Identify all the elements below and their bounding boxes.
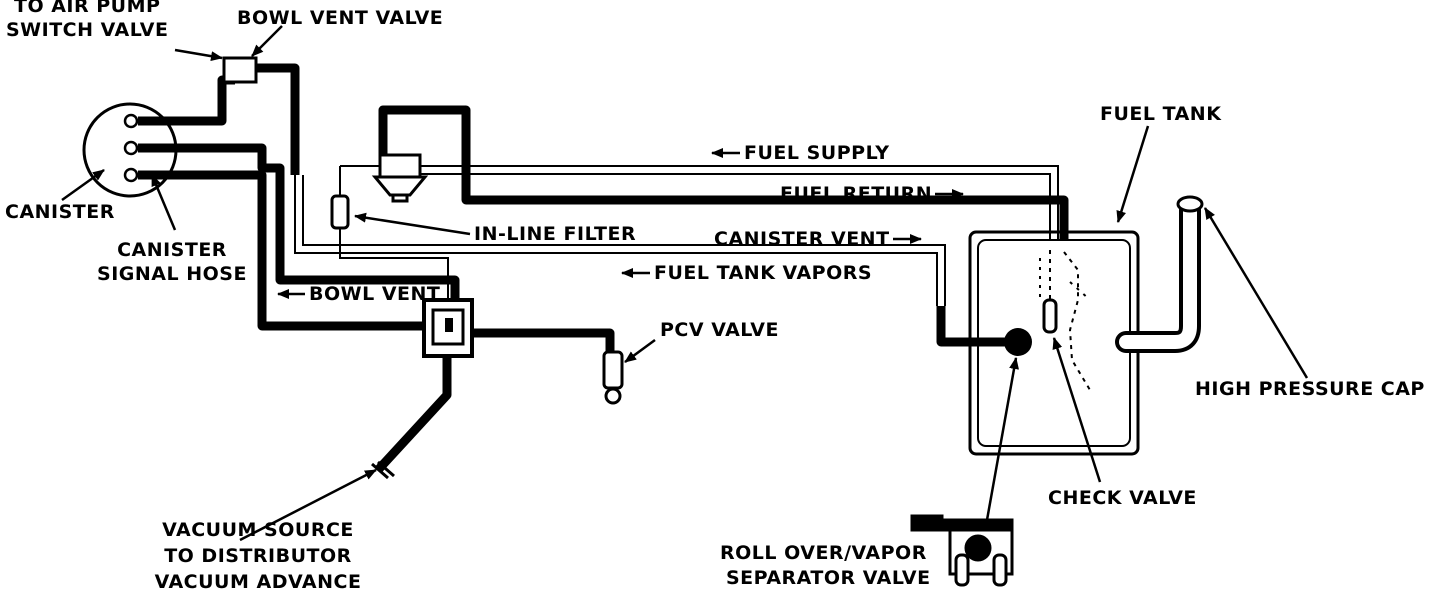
label-rollover-line1: ROLL OVER/VAPOR [720, 542, 927, 564]
vacuum-check-marker [371, 460, 395, 480]
label-fuel-return: FUEL RETURN [780, 183, 933, 205]
label-vacuum-source-line1: VACUUM SOURCE [162, 519, 354, 541]
fuel-pump [371, 153, 429, 203]
filler-neck [1115, 195, 1204, 353]
tank-internals [1004, 250, 1091, 391]
label-fuel-tank: FUEL TANK [1100, 103, 1222, 125]
label-canister-signal-hose-line2: SIGNAL HOSE [97, 263, 247, 285]
label-vacuum-source-line2: TO DISTRIBUTOR [164, 545, 352, 567]
label-canister-signal-hose-line1: CANISTER [117, 239, 227, 261]
rollover-valve [910, 514, 1014, 587]
label-fuel-tank-vapors: FUEL TANK VAPORS [654, 262, 873, 284]
label-vacuum-source-line3: VACUUM ADVANCE [154, 571, 362, 593]
label-rollover-line2: SEPARATOR VALVE [726, 567, 931, 589]
label-to-air-pump-line1: TO AIR PUMP [14, 0, 161, 17]
label-fuel-supply: FUEL SUPPLY [744, 142, 890, 164]
vacuum-hoses [138, 63, 1069, 474]
label-bowl-vent: BOWL VENT [309, 283, 441, 305]
label-check-valve: CHECK VALVE [1048, 487, 1197, 509]
label-canister-vent: CANISTER VENT [714, 228, 890, 250]
leader-lines [61, 25, 1309, 542]
label-canister: CANISTER [5, 201, 115, 223]
label-to-air-pump-line2: SWITCH VALVE [6, 19, 169, 41]
label-in-line-filter: IN-LINE FILTER [474, 223, 637, 245]
label-high-pressure-cap: HIGH PRESSURE CAP [1195, 378, 1425, 400]
label-bowl-vent-valve: BOWL VENT VALVE [237, 7, 444, 29]
bowl-vent-valve [222, 56, 258, 84]
label-pcv-valve: PCV VALVE [660, 319, 779, 341]
fuel-lines [294, 165, 1059, 306]
carburetor [422, 298, 474, 358]
pcv-valve [602, 350, 624, 405]
in-line-filter [330, 194, 350, 230]
